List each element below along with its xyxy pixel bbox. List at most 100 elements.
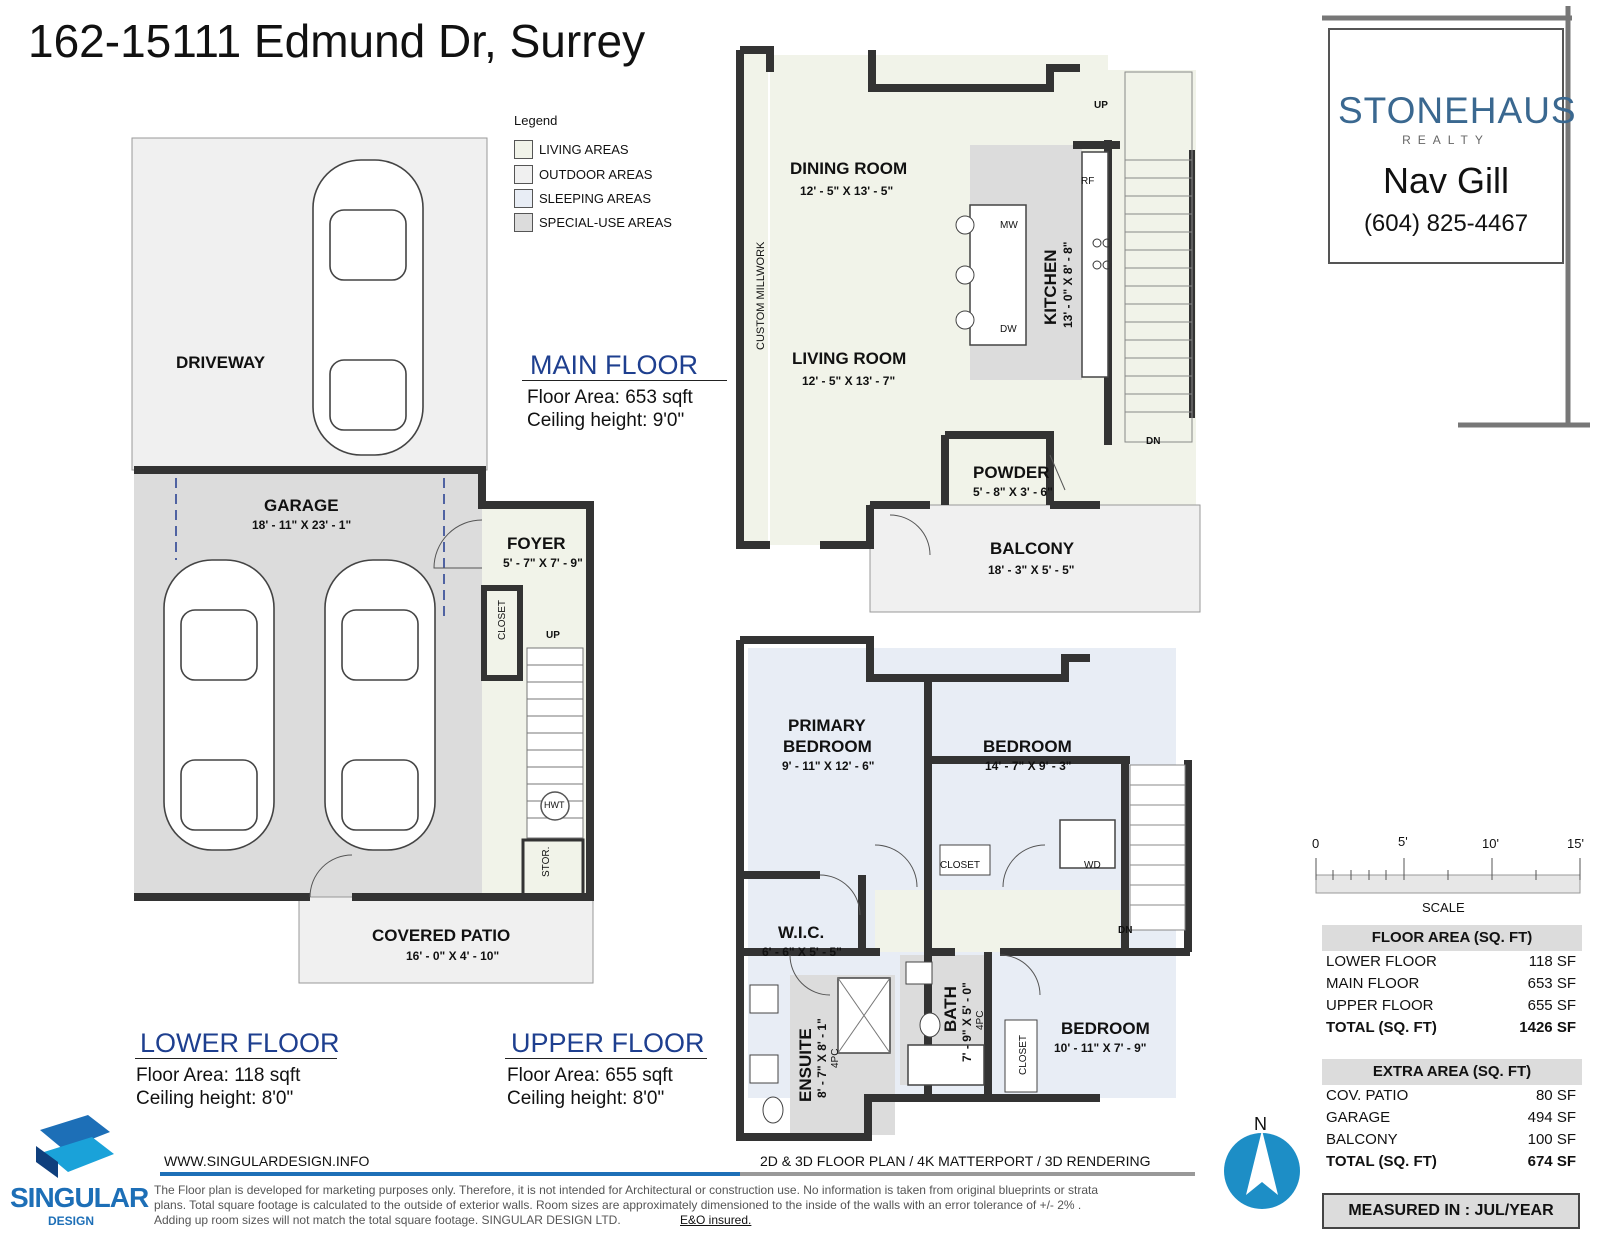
wic-label: W.I.C. [778,923,825,942]
upper-walls [736,636,1192,1141]
disclaimer-line-2: plans. Total square footage is calculate… [154,1198,1082,1212]
main-dn-label: DN [1146,436,1161,447]
main-floor-ceiling: Ceiling height: 9'0" [527,410,685,431]
ensuite-pc: 4PC [830,1048,841,1068]
scale-tick-0: 0 [1312,836,1320,851]
upper-dn-label: DN [1118,925,1133,936]
agent-name: Nav Gill [1382,160,1510,201]
balcony-label: BALCONY [990,539,1075,558]
lower-walls [134,466,594,901]
realtor-sign: STONEHAUS REALTY Nav Gill (604) 825-4467 [1328,28,1576,264]
balcony-area [869,504,1201,613]
website-text: WWW.SINGULARDESIGN.INFO [164,1153,370,1169]
living-room-dim: 12' - 5" X 13' - 7" [802,374,896,388]
rf-label: RF [1081,176,1095,187]
primary-bedroom-label-2: BEDROOM [783,737,872,756]
hwt-circle [540,791,570,821]
dw-label: DW [1000,324,1017,335]
closet-label: CLOSET [497,599,508,640]
closet-wall [481,585,523,681]
main-floor-underline [522,380,727,381]
main-floor-area: Floor Area: 653 sqft [527,387,693,408]
lower-floor-area: Floor Area: 118 sqft [136,1065,301,1086]
eo-text: E&O insured. [680,1213,752,1227]
scale-tick-10: 10' [1482,836,1499,851]
powder-label: POWDER [973,463,1050,482]
floor-area-heading: FLOOR AREA (SQ. FT) [1322,925,1582,951]
bedroom-2-label: BEDROOM [1061,1019,1150,1038]
covered-patio-dim: 16' - 0" X 4' - 10" [406,949,500,963]
legend-label: SLEEPING AREAS [539,191,651,206]
primary-bedroom-label-1: PRIMARY [788,716,866,735]
main-stairs [1124,71,1193,443]
foyer-dim: 5' - 7" X 7' - 9" [503,556,583,570]
legend-item-sleeping: SLEEPING AREAS [514,189,651,208]
legend-label: SPECIAL-USE AREAS [539,215,672,230]
extra-area-heading: EXTRA AREA (SQ. FT) [1322,1059,1582,1085]
dining-room-label: DINING ROOM [790,159,908,178]
sign-post [1322,6,1590,428]
stor-wall [521,838,585,897]
singular-logo-sub: DESIGN [48,1214,95,1228]
legend-title: Legend [514,113,558,128]
hwt-label: HWT [544,800,565,810]
powder-dim: 5' - 8" X 3' - 6" [973,485,1053,499]
page-title: 162-15111 Edmund Dr, Surrey [28,15,646,67]
legend-item-outdoor: OUTDOOR AREAS [514,165,652,184]
wd-label: WD [1084,860,1101,871]
primary-bedroom-dim: 9' - 11" X 12' - 6" [782,759,875,773]
kitchen-island [969,204,1027,346]
driveway-area [131,137,488,471]
upper-closet-label: CLOSET [940,860,981,871]
kitchen-counter [1081,151,1109,378]
lower-stairs [526,647,584,839]
upper-floor-underline [505,1058,707,1059]
table-total-row: TOTAL (SQ. FT)674 SF [1326,1153,1576,1170]
lower-floor-ceiling: Ceiling height: 8'0" [136,1088,294,1109]
covered-patio-label: COVERED PATIO [372,926,511,945]
compass-icon [1224,1130,1300,1209]
living-room-label: LIVING ROOM [792,349,907,368]
bedroom-2-dim: 10' - 11" X 7' - 9" [1054,1041,1147,1055]
legend-swatch [514,189,533,208]
upper-floor-ceiling: Ceiling height: 8'0" [507,1088,665,1109]
main-up-label: UP [1094,100,1108,111]
legend-swatch [514,213,533,232]
singular-logo-word: SINGULAR [10,1182,149,1213]
custom-millwork-label: CUSTOM MILLWORK [755,241,767,350]
up-label: UP [546,630,560,641]
ensuite-label: ENSUITE [796,1028,815,1102]
legend-swatch [514,140,533,159]
foyer-label: FOYER [507,534,566,553]
car-icons [163,159,436,851]
compass-north-label: N [1254,1114,1267,1134]
kitchen-label: KITCHEN [1041,249,1060,325]
upper-stairs [1129,764,1186,931]
upper-floor-area: Floor Area: 655 sqft [507,1065,673,1086]
table-total-row: TOTAL (SQ. FT)1426 SF [1326,1019,1576,1036]
wic-dim: 6' - 6" X 5' - 5" [762,945,842,959]
stor-label: STOR. [541,846,552,877]
agent-phone: (604) 825-4467 [1363,210,1529,237]
garage-label: GARAGE [264,496,339,515]
bath-dim: 7' - 9" X 5' - 0" [960,982,974,1062]
scale-tick-15: 15' [1567,836,1584,851]
ensuite-dim: 8' - 7" X 8' - 1" [815,1018,829,1098]
driveway-label: DRIVEWAY [176,353,266,372]
legend-label: OUTDOOR AREAS [539,167,653,182]
kitchen-dim: 13' - 0" X 8' - 8" [1061,241,1075,328]
mw-label: MW [1000,220,1018,231]
scale-bar [1315,858,1581,894]
lower-floor-underline [135,1058,337,1059]
main-floor-heading: MAIN FLOOR [530,350,699,380]
measured-badge: MEASURED IN : JUL/YEAR [1322,1193,1580,1229]
legend-swatch [514,165,533,184]
